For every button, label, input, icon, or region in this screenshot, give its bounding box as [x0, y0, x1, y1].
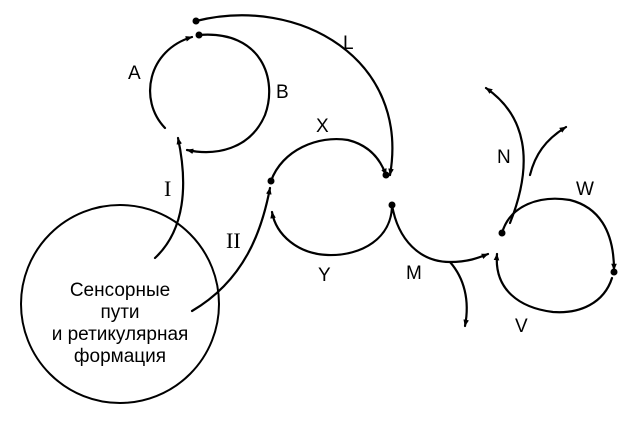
label-a: A — [128, 63, 141, 84]
label-n: N — [497, 147, 511, 168]
branch-n — [528, 125, 568, 177]
branch-m — [448, 260, 469, 328]
label-v: V — [515, 316, 528, 337]
arc-l — [194, 14, 394, 177]
arc-a — [149, 35, 194, 130]
arc-v — [493, 252, 614, 314]
label-b: B — [276, 82, 289, 103]
arc-b — [185, 33, 271, 155]
arc-y — [270, 203, 394, 257]
pathway-ii — [190, 186, 272, 313]
arc-n — [484, 86, 525, 225]
arc-x — [269, 138, 388, 183]
label-y: Y — [318, 265, 331, 286]
arc-m — [390, 203, 490, 264]
node-mid-right-top — [382, 171, 390, 179]
center-label-line-4: формация — [74, 346, 166, 367]
label-ii: II — [226, 228, 241, 253]
sensory-reticular-circle — [20, 204, 220, 404]
label-i: I — [164, 176, 171, 201]
label-w: W — [576, 179, 594, 200]
label-m: M — [406, 263, 422, 284]
pathway-i — [153, 136, 185, 260]
label-l: L — [343, 33, 354, 54]
node-right-right — [610, 268, 618, 276]
center-label-line-1: Сенсорные — [70, 280, 170, 301]
arc-w — [500, 197, 617, 272]
label-x: X — [316, 116, 329, 137]
center-label-line-2: пути — [100, 302, 139, 323]
center-label-line-3: и ретикулярная — [52, 324, 189, 345]
